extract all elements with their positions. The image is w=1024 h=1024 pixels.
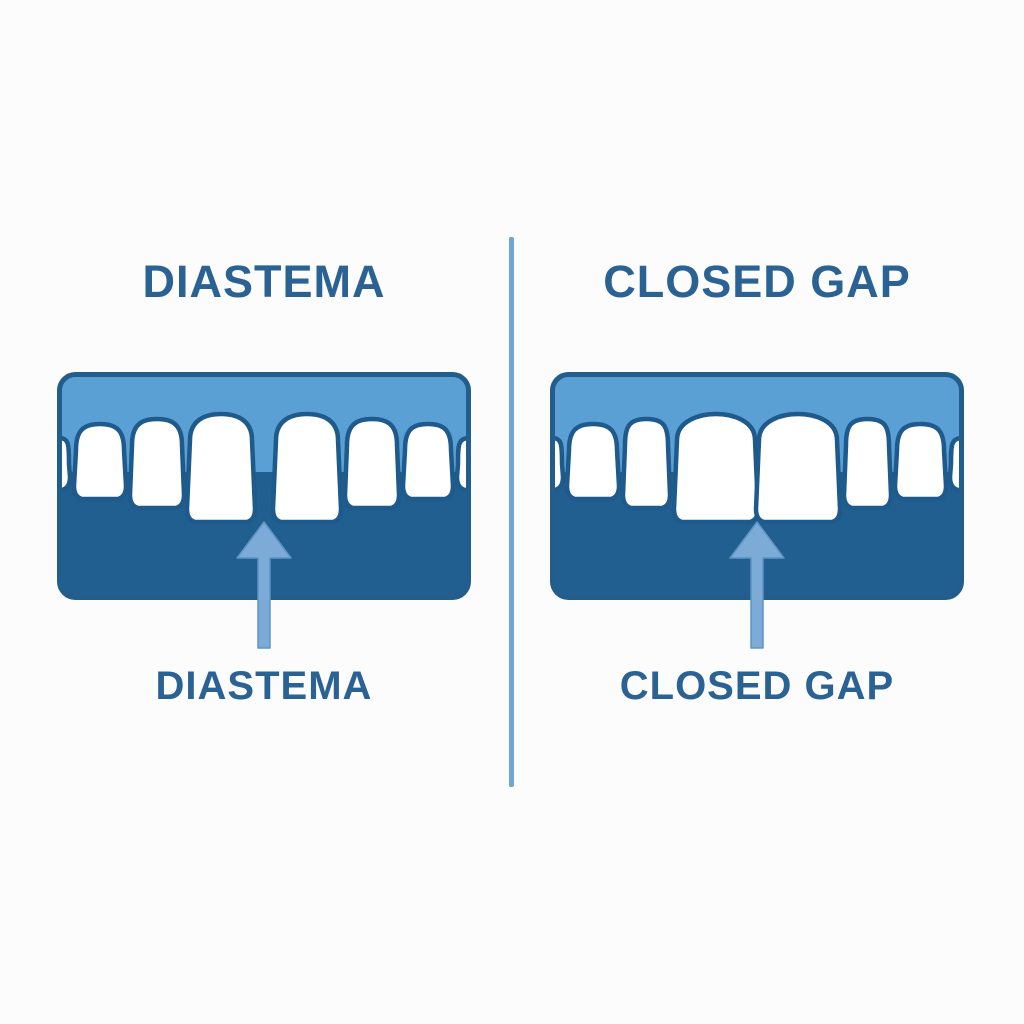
closed-gap-pointer-up-arrow-icon	[729, 521, 785, 649]
left-panel-caption: DIASTEMA	[155, 664, 373, 708]
closed-gap-teeth-illustration	[550, 372, 964, 600]
teeth-row-with-gap	[59, 411, 469, 525]
diastema-teeth-illustration	[57, 372, 471, 600]
tooth	[270, 411, 344, 525]
left-panel-title: DIASTEMA	[142, 256, 386, 307]
tooth	[552, 435, 566, 493]
tooth	[620, 416, 673, 511]
gum-area	[59, 374, 469, 472]
diastema-pointer-up-arrow-icon	[236, 521, 292, 649]
tooth	[71, 421, 129, 502]
tooth	[841, 416, 894, 511]
tooth	[127, 416, 187, 511]
teeth-row-closed	[552, 411, 962, 525]
tooth	[400, 421, 456, 502]
tooth	[454, 435, 469, 493]
tooth	[342, 416, 402, 511]
tooth	[671, 411, 761, 525]
tooth	[564, 421, 622, 502]
tooth	[184, 411, 258, 525]
vertical-divider	[509, 237, 514, 787]
right-panel-title: CLOSED GAP	[603, 256, 911, 307]
tooth	[892, 421, 949, 502]
right-panel-caption: CLOSED GAP	[619, 664, 895, 708]
tooth	[753, 411, 843, 525]
tooth	[59, 435, 73, 493]
tooth	[947, 435, 962, 493]
